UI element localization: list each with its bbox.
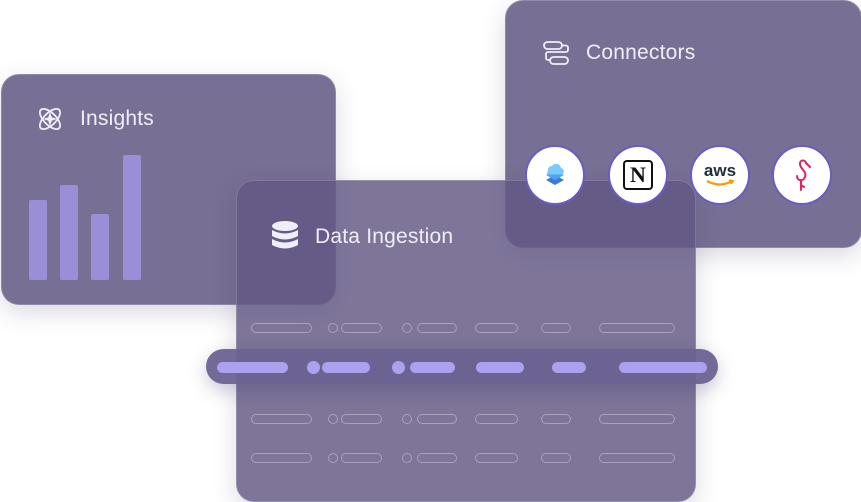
database-icon xyxy=(269,221,301,253)
table-placeholder-cell xyxy=(599,323,675,333)
table-placeholder-cell xyxy=(341,323,382,333)
table-placeholder-dot xyxy=(328,453,338,463)
table-placeholder-cell xyxy=(251,323,312,333)
table-placeholder-cell xyxy=(475,323,518,333)
table-placeholder-cell xyxy=(341,414,382,424)
table-placeholder-cell xyxy=(417,323,457,333)
data-ingestion-card: Data Ingestion xyxy=(236,180,696,502)
aws-logo: aws xyxy=(690,145,750,205)
insights-title: Insights xyxy=(80,107,154,130)
chart-bar xyxy=(123,155,141,280)
table-placeholder-cell xyxy=(475,414,518,424)
connectors-header: Connectors xyxy=(540,37,695,69)
table-placeholder-cell xyxy=(417,414,457,424)
highlight-cell xyxy=(619,362,707,373)
table-placeholder-cell xyxy=(475,453,518,463)
highlight-dot xyxy=(307,361,320,374)
table-placeholder-cell xyxy=(541,453,571,463)
table-placeholder-cell xyxy=(541,323,571,333)
table-placeholder-cell xyxy=(251,414,312,424)
table-placeholder-dot xyxy=(402,323,412,333)
table-placeholder-cell xyxy=(251,453,312,463)
highlighted-table-row xyxy=(206,349,718,384)
ingestion-title: Data Ingestion xyxy=(315,225,454,248)
highlight-cell xyxy=(552,362,586,373)
notion-logo: N xyxy=(608,145,668,205)
highlight-cell xyxy=(322,362,370,373)
chart-bar xyxy=(29,200,47,280)
table-placeholder-cell xyxy=(599,453,675,463)
sparkle-atom-icon xyxy=(34,103,66,135)
highlight-dot xyxy=(392,361,405,374)
connector-flow-icon xyxy=(540,37,572,69)
table-placeholder-cell xyxy=(541,414,571,424)
chart-bar xyxy=(60,185,78,280)
highlight-cell xyxy=(476,362,524,373)
table-placeholder-dot xyxy=(402,453,412,463)
flamingo-logo xyxy=(772,145,832,205)
table-placeholder-cell xyxy=(599,414,675,424)
table-placeholder-cell xyxy=(417,453,457,463)
highlight-cell xyxy=(410,362,455,373)
table-placeholder-cell xyxy=(341,453,382,463)
connectors-title: Connectors xyxy=(586,41,696,64)
table-placeholder-dot xyxy=(328,323,338,333)
insights-header: Insights xyxy=(34,103,154,135)
icloud-stack-logo xyxy=(525,145,585,205)
highlight-cell xyxy=(217,362,288,373)
table-placeholder-dot xyxy=(402,414,412,424)
chart-bar xyxy=(91,214,109,280)
ingestion-header: Data Ingestion xyxy=(269,221,453,253)
table-placeholder-dot xyxy=(328,414,338,424)
